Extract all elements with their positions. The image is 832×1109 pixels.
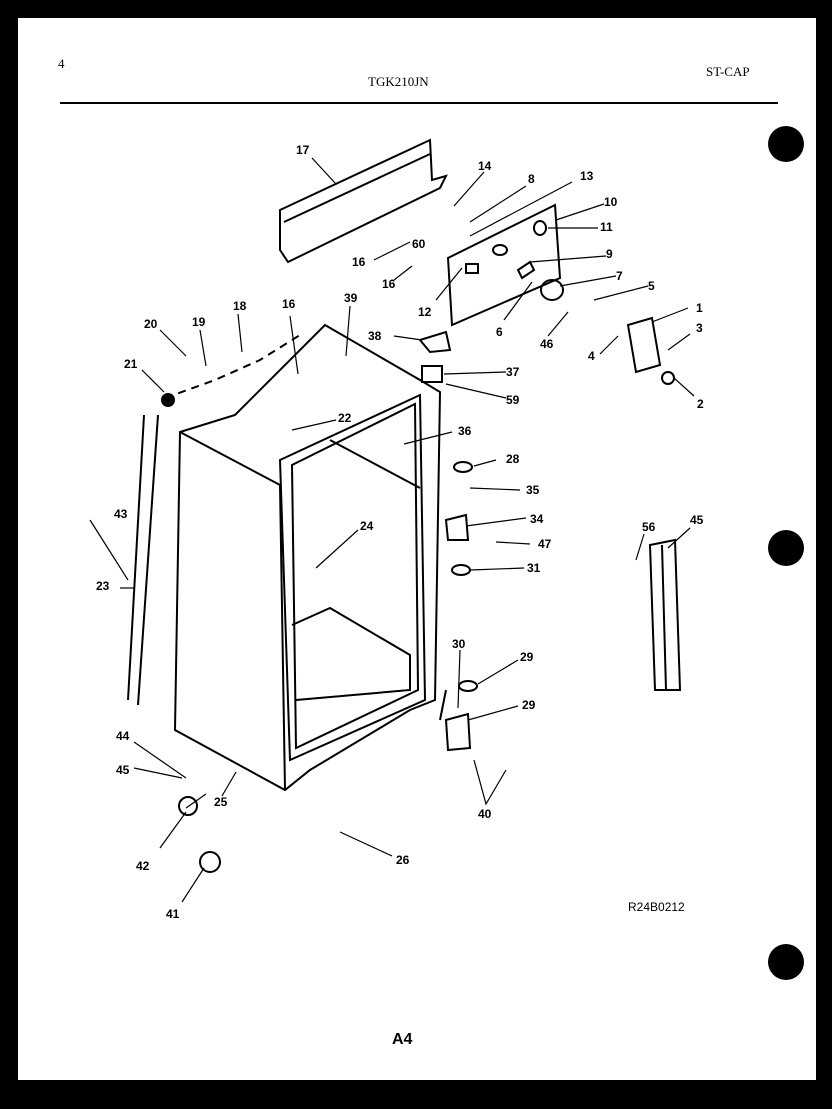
- callout-label: 9: [606, 247, 613, 261]
- cabinet-opening: [278, 393, 427, 762]
- hinge-part-43: [199, 851, 221, 873]
- callout-label: 3: [696, 321, 703, 335]
- cabinet-drawing: [127, 138, 682, 873]
- cabinet-outline: [173, 323, 442, 792]
- liner-floor: [291, 606, 411, 701]
- callout-label: 44: [116, 729, 130, 743]
- callout-label: 45: [690, 513, 704, 527]
- bracket-part: [626, 316, 662, 374]
- callout-label: 40: [478, 807, 492, 821]
- callout-label: 38: [368, 329, 382, 343]
- callout-label: 60: [412, 237, 426, 251]
- callout-label: 34: [530, 512, 544, 526]
- callout-label: 26: [396, 853, 410, 867]
- rail-part: [648, 538, 682, 691]
- leader-lines: [89, 157, 695, 903]
- hinge-rod-part: [137, 414, 159, 706]
- cabinet-liner: [290, 402, 420, 750]
- callout-label: 43: [114, 507, 128, 521]
- callout-label: 11: [600, 220, 613, 234]
- callout-label: 39: [344, 291, 358, 305]
- hinge-part-31: [439, 689, 447, 721]
- callout-label: 5: [648, 279, 655, 293]
- hinge-rod-edge: [127, 414, 145, 701]
- callout-label: 14: [478, 159, 492, 173]
- callout-label: 28: [506, 452, 520, 466]
- binder-hole: [768, 530, 804, 566]
- callout-label: 18: [233, 299, 247, 313]
- callout-label: 10: [604, 195, 618, 209]
- callout-label: 42: [136, 859, 150, 873]
- callout-label: 16: [382, 277, 396, 291]
- model-number: TGK210JN: [368, 74, 429, 89]
- callout-labels: 1234567891011121314161616171819202122232…: [96, 143, 704, 921]
- callout-label: 7: [616, 269, 623, 283]
- page-number: 4: [58, 56, 65, 71]
- callout-label: 46: [540, 337, 554, 351]
- light-switch-part: [516, 260, 536, 280]
- panel-hole: [492, 244, 508, 256]
- bracket-part-40: [418, 330, 452, 354]
- panel-knob-hole: [533, 220, 547, 236]
- panel-cutout: [465, 263, 479, 274]
- callout-label: 41: [166, 907, 180, 921]
- rail-edge: [661, 544, 667, 691]
- bumper-part-29: [453, 461, 473, 473]
- cabinet-front-edge: [179, 431, 286, 791]
- callout-label: 20: [144, 317, 158, 331]
- bracket-part-35: [444, 513, 470, 541]
- callout-label: 23: [96, 579, 110, 593]
- callout-label: 29: [520, 650, 534, 664]
- callout-label: 16: [352, 255, 366, 269]
- callout-label: 12: [418, 305, 432, 319]
- top-trim-edge: [283, 153, 431, 223]
- bumper-part-29b: [458, 680, 478, 692]
- page-code: A4: [392, 1031, 413, 1048]
- hinge-part-44: [178, 796, 198, 816]
- callout-label: 47: [538, 537, 552, 551]
- callout-label: 29: [522, 698, 536, 712]
- bracket-part-38: [421, 365, 443, 383]
- callout-label: 36: [458, 424, 472, 438]
- bumper-part-34: [451, 564, 471, 576]
- callout-label: 24: [360, 519, 374, 533]
- callout-label: 8: [528, 172, 535, 186]
- control-panel-part: [446, 203, 562, 327]
- callout-label: 1: [696, 301, 703, 315]
- callout-label: 6: [496, 325, 503, 339]
- callout-label: 45: [116, 763, 130, 777]
- callout-label: 30: [452, 637, 466, 651]
- binder-hole: [768, 944, 804, 980]
- callout-label: 13: [580, 169, 594, 183]
- cover-part: [661, 371, 675, 385]
- callout-label: 4: [588, 349, 595, 363]
- callout-label: 59: [506, 393, 520, 407]
- callout-label: 16: [282, 297, 296, 311]
- binder-hole: [768, 126, 804, 162]
- hinge-part-30: [444, 712, 472, 752]
- top-trim-part: [279, 138, 448, 264]
- callout-label: 31: [527, 561, 541, 575]
- liner-shelf: [329, 439, 421, 489]
- drawing-code: R24B0212: [628, 900, 685, 914]
- callout-label: 22: [338, 411, 352, 425]
- section-code: ST-CAP: [706, 64, 750, 79]
- callout-label: 19: [192, 315, 206, 329]
- callout-label: 21: [124, 357, 138, 371]
- thermostat-part: [540, 279, 564, 301]
- callout-label: 35: [526, 483, 540, 497]
- assembly-guide: [164, 334, 301, 399]
- callout-label: 56: [642, 520, 656, 534]
- callout-label: 17: [296, 143, 310, 157]
- callout-label: 37: [506, 365, 520, 379]
- callout-label: 25: [214, 795, 228, 809]
- header-rule: [60, 102, 778, 104]
- callout-label: 2: [697, 397, 704, 411]
